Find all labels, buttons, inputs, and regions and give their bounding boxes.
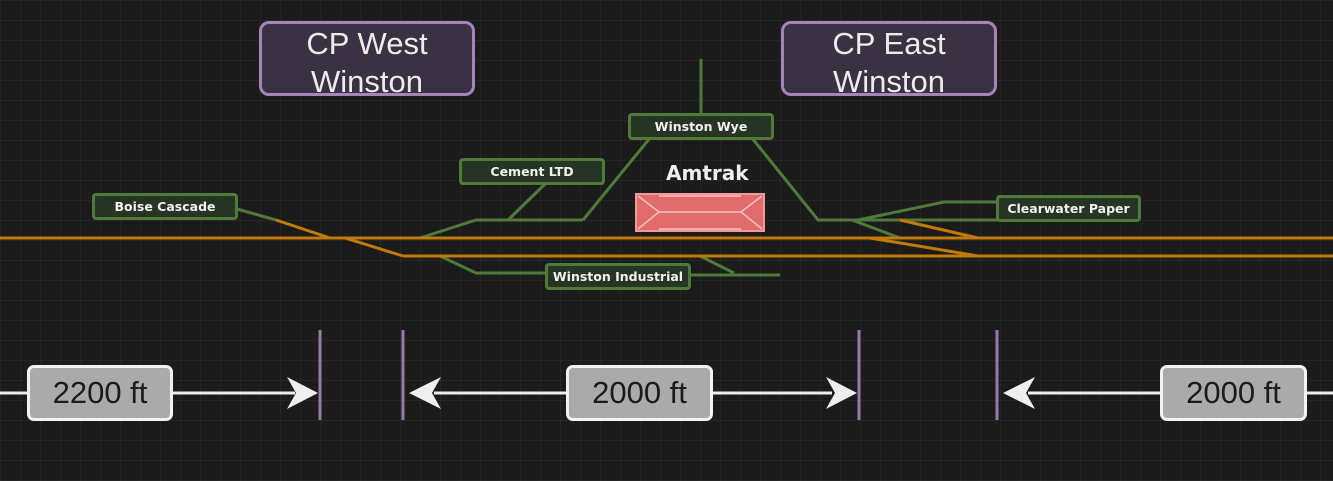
clearwater-siding-connector: [851, 218, 901, 240]
wye-east-leg: [750, 137, 852, 222]
industry-label-boise-cascade: Boise Cascade: [92, 193, 238, 220]
industry-tracks: [236, 59, 998, 277]
distance-label-middle: 2000 ft: [566, 365, 713, 421]
east-crossover: [869, 236, 979, 258]
boise-cascade-spur: [236, 207, 277, 222]
wye-west-leg: [581, 137, 652, 221]
industry-label-winston-wye: Winston Wye: [628, 113, 774, 140]
arrowhead-right-icon: [826, 377, 857, 409]
industry-label-clearwater-paper: Clearwater Paper: [996, 195, 1141, 222]
station-label: Amtrak: [666, 161, 749, 185]
mainline-tracks: [0, 218, 1333, 258]
cp-east-subtitle: Winston: [833, 64, 945, 99]
industry-label-cement-ltd: Cement LTD: [459, 158, 605, 185]
arrowhead-left-icon: [409, 377, 441, 409]
cement-siding: [419, 218, 583, 240]
cp-west-title: CP West: [306, 26, 428, 61]
cp-east-box: CP East Winston: [781, 21, 997, 99]
arrowhead-right-icon: [287, 377, 318, 409]
industrial-spur-connector: [699, 254, 735, 275]
block-boundaries: [318, 330, 999, 420]
cp-west-subtitle: Winston: [311, 64, 423, 99]
distance-label-east: 2000 ft: [1160, 365, 1307, 421]
distance-label-west: 2200 ft: [27, 365, 173, 421]
clearwater-crossover: [899, 218, 979, 240]
cement-ltd-spur: [506, 182, 547, 222]
clearwater-lead: [857, 200, 945, 222]
amtrak-station: [635, 193, 765, 232]
arrowhead-left-icon: [1003, 377, 1035, 409]
cp-west-box: CP West Winston: [259, 21, 475, 99]
boise-cascade-lead: [275, 218, 331, 240]
cp-east-title: CP East: [832, 26, 946, 61]
industrial-spur-west: [439, 254, 548, 275]
industry-label-winston-industrial: Winston Industrial: [545, 263, 691, 290]
west-crossover: [344, 236, 404, 258]
